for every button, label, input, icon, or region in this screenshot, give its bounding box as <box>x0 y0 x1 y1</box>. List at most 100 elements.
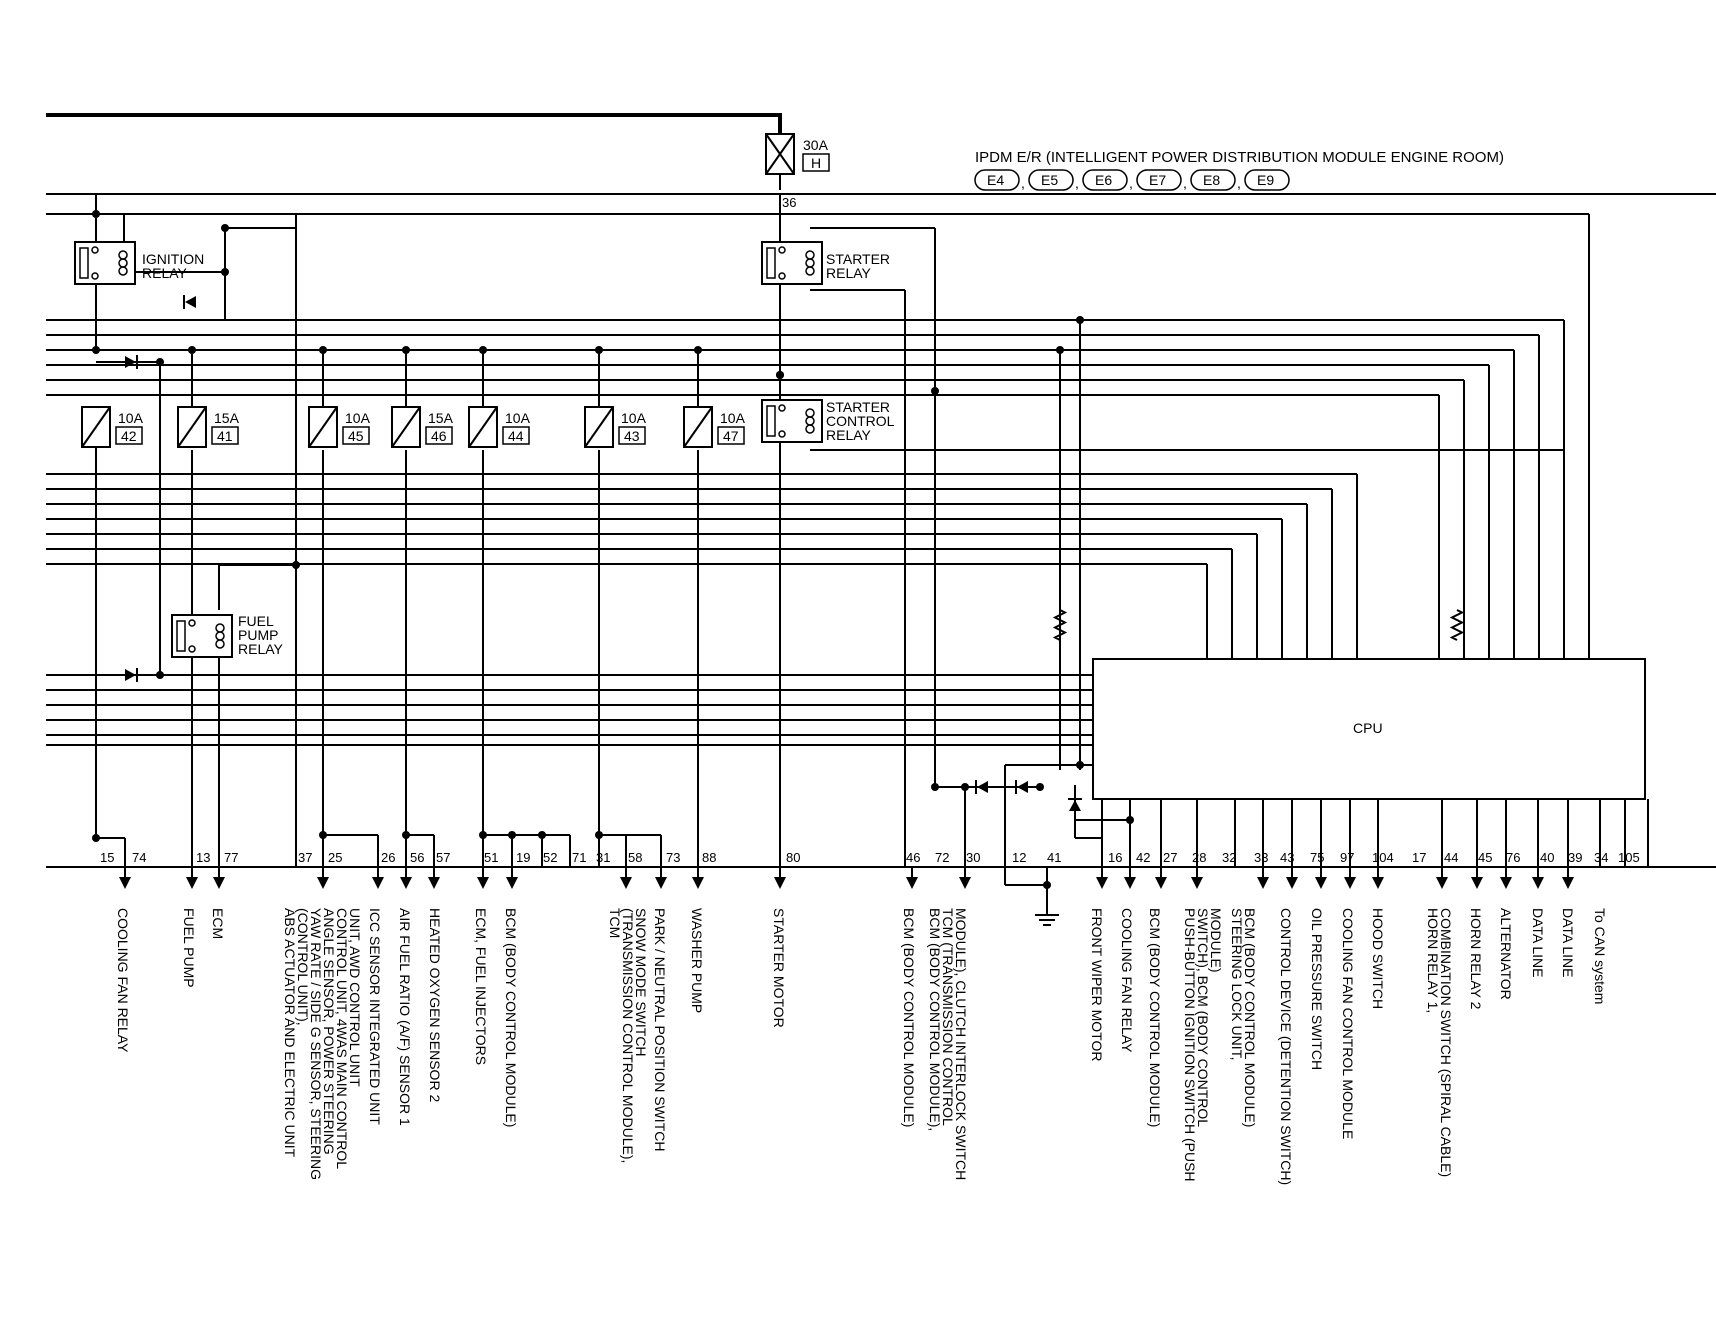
pin-16: 16 <box>1108 850 1122 865</box>
output-arrow <box>1344 877 1356 889</box>
connector-E8: E8, <box>1190 169 1241 191</box>
output-label-line: BCM (BODY CONTROL MODULE), <box>927 908 943 1131</box>
main-fuse: 30A H 36 <box>765 133 830 210</box>
svg-text:,: , <box>1129 175 1133 191</box>
output-label: OIL PRESSURE SWITCH <box>1309 908 1325 1070</box>
junction-dot <box>961 783 969 791</box>
connector-E4: E4, <box>974 169 1025 191</box>
output-label-line: BCM (BODY CONTROL MODULE) <box>901 908 917 1127</box>
output-label-line: ECM <box>210 908 226 939</box>
relay-label: RELAY <box>238 641 284 657</box>
relay-label: RELAY <box>826 265 872 281</box>
output-arrow <box>1436 877 1448 889</box>
output-label: HOOD SWITCH <box>1370 908 1386 1009</box>
pin-32: 32 <box>1222 850 1236 865</box>
output-arrow <box>774 877 786 889</box>
pin-52: 52 <box>543 850 557 865</box>
output-label-line: (CONTROL UNIT), <box>295 908 311 1026</box>
junction-dot <box>221 224 229 232</box>
junction-dot <box>508 831 516 839</box>
relay-label: STARTER <box>826 251 890 267</box>
pin-74: 74 <box>132 850 146 865</box>
junction-dot <box>931 783 939 791</box>
pin-56: 56 <box>410 850 424 865</box>
pin-27: 27 <box>1163 850 1177 865</box>
resistor-symbol <box>1052 609 1068 641</box>
junction-dot <box>221 268 229 276</box>
output-label-line: FRONT WIPER MOTOR <box>1089 908 1105 1061</box>
fuse-id: 43 <box>624 428 640 444</box>
output-label-line: COOLING FAN RELAY <box>1119 908 1135 1053</box>
junction-dot <box>1056 346 1064 354</box>
connector-E7: E7, <box>1136 169 1187 191</box>
junction-dot <box>402 346 410 354</box>
output-label-line: STARTER MOTOR <box>771 908 787 1028</box>
output-arrow <box>1096 877 1108 889</box>
fuse-amp: 10A <box>118 410 144 426</box>
output-label-line: TCM (TRANSMISSION CONTROL <box>940 908 956 1126</box>
fuse-id: 47 <box>723 428 739 444</box>
pin-51: 51 <box>484 850 498 865</box>
connector-E9: E9 <box>1244 169 1290 191</box>
output-arrow <box>1532 877 1544 889</box>
junction-dot <box>319 831 327 839</box>
output-arrow <box>620 877 632 889</box>
output-label-line: AIR FUEL RATIO (A/F) SENSOR 1 <box>397 908 413 1126</box>
pin-13: 13 <box>196 850 210 865</box>
fuse-amp: 10A <box>505 410 531 426</box>
output-label-line: COOLING FAN CONTROL MODULE <box>1340 908 1356 1139</box>
fuse-id: 44 <box>508 428 524 444</box>
pin-76: 76 <box>1506 850 1520 865</box>
output-arrow <box>428 877 440 889</box>
output-label: ECM, FUEL INJECTORS <box>473 908 489 1065</box>
fuse-amp: 10A <box>621 410 647 426</box>
svg-text:E6: E6 <box>1095 172 1112 188</box>
svg-text:,: , <box>1183 175 1187 191</box>
relay-label: CONTROL <box>826 413 895 429</box>
output-label-line: To CAN system <box>1592 908 1608 1004</box>
output-label-line: DATA LINE <box>1530 908 1546 978</box>
junction-dot <box>694 346 702 354</box>
output-arrow <box>506 877 518 889</box>
output-label-line: PARK / NEUTRAL POSITION SWITCH <box>652 908 668 1151</box>
output-label: TCM(TRANSMISSION CONTROL MODULE),SNOW MO… <box>607 908 649 1163</box>
fuse-id: 41 <box>217 428 233 444</box>
pin-25: 25 <box>328 850 342 865</box>
svg-text:E8: E8 <box>1203 172 1220 188</box>
output-arrow <box>1315 877 1327 889</box>
output-arrow <box>400 877 412 889</box>
svg-text:E7: E7 <box>1149 172 1166 188</box>
junction-dot <box>156 671 164 679</box>
output-label-line: COOLING FAN RELAY <box>115 908 131 1053</box>
pin-80: 80 <box>786 850 800 865</box>
output-label-line: DATA LINE <box>1560 908 1576 978</box>
output-label-line: WASHER PUMP <box>689 908 705 1013</box>
output-label: BCM (BODY CONTROL MODULE),TCM (TRANSMISS… <box>927 908 969 1180</box>
junction-dot <box>1126 816 1134 824</box>
fuse-id: 46 <box>431 428 447 444</box>
pin-12: 12 <box>1012 850 1026 865</box>
svg-text:E5: E5 <box>1041 172 1058 188</box>
relay-label: PUMP <box>238 627 278 643</box>
pin-97: 97 <box>1340 850 1354 865</box>
output-label: FUEL PUMP <box>181 908 197 988</box>
output-label: PUSH-BUTTON IGNITION SWITCH (PUSHSWITCH)… <box>1182 908 1224 1182</box>
output-label-line: ECM, FUEL INJECTORS <box>473 908 489 1065</box>
output-label: COOLING FAN RELAY <box>1119 908 1135 1053</box>
relay-label: RELAY <box>142 265 188 281</box>
junction-dot <box>776 371 784 379</box>
diode-symbol <box>125 669 136 681</box>
junction-dot <box>595 346 603 354</box>
pin-28: 28 <box>1192 850 1206 865</box>
output-label-line: YAW RATE / SIDE G SENSOR, STEERING <box>308 908 324 1180</box>
diode-symbol <box>125 356 136 368</box>
output-label-line: ICC SENSOR INTEGRATED UNIT <box>367 908 383 1125</box>
output-label-line: MODULE) <box>1208 908 1224 973</box>
output-label: COOLING FAN RELAY <box>115 908 131 1053</box>
